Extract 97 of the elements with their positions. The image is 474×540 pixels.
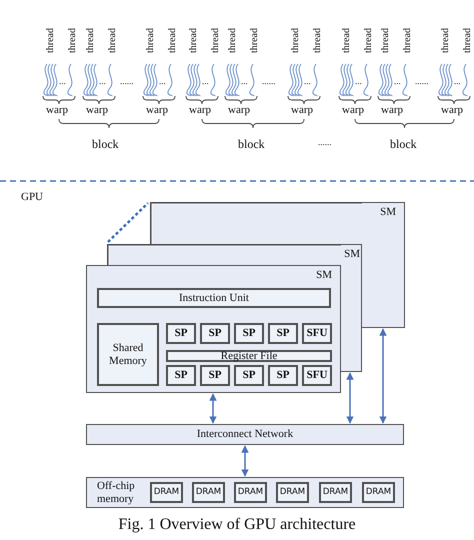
- thread-label: thread: [211, 28, 221, 53]
- thread-label: thread: [86, 28, 96, 53]
- memory-label: Off-chip memory: [97, 480, 136, 506]
- sm-label: SM: [380, 206, 396, 218]
- unit-label: DRAM: [196, 488, 222, 498]
- thread-label: thread: [403, 28, 413, 53]
- unit-label: SP: [174, 369, 188, 382]
- thread-label: thread: [189, 28, 199, 53]
- ellipsis: ......: [262, 77, 276, 86]
- unit-box: [234, 482, 267, 503]
- unit-label: DRAM: [154, 488, 180, 498]
- gpu-label: GPU: [21, 192, 44, 203]
- thread-label: thread: [108, 28, 118, 53]
- ellipsis: ......: [318, 138, 332, 147]
- block-label: block: [390, 138, 417, 150]
- unit-box: [319, 482, 352, 503]
- sm-label: SM: [344, 248, 360, 260]
- unit-label: SP: [242, 327, 256, 340]
- memory-panel: [86, 477, 404, 508]
- ellipsis: ...: [394, 77, 401, 86]
- unit-box: [302, 365, 332, 386]
- warp-label: warp: [441, 105, 463, 116]
- ellipsis: ...: [59, 77, 66, 86]
- ellipsis: ...: [159, 77, 166, 86]
- double-arrow: [241, 445, 249, 477]
- unit-label: SP: [208, 369, 222, 382]
- unit-label: SP: [208, 327, 222, 340]
- interconnect-bar: [86, 424, 404, 445]
- figure-caption: Fig. 1 Overview of GPU architecture: [117, 516, 357, 534]
- warp-label: warp: [342, 105, 364, 116]
- unit-label: Interconnect Network: [196, 428, 294, 441]
- unit-label: Instruction Unit: [179, 292, 249, 304]
- unit-box: [268, 323, 298, 344]
- double-arrow: [209, 393, 217, 424]
- unit-box: [268, 365, 298, 386]
- unit-label: DRAM: [238, 488, 264, 498]
- unit-box: [234, 323, 264, 344]
- unit-label: DRAM: [322, 488, 348, 498]
- unit-box: [200, 323, 230, 344]
- warp-label: warp: [228, 105, 250, 116]
- block-label: block: [238, 138, 265, 150]
- warp-label: warp: [46, 105, 68, 116]
- warp-label: warp: [291, 105, 313, 116]
- unit-label: DRAM: [366, 488, 392, 498]
- unit-box: [362, 482, 395, 503]
- unit-box: [192, 482, 225, 503]
- sm-panel: [86, 265, 341, 393]
- thread-label: thread: [441, 28, 451, 53]
- sm-panel: [341, 244, 362, 372]
- unit-box: [276, 482, 309, 503]
- thread-label: thread: [381, 28, 391, 53]
- unit-label: SP: [276, 369, 290, 382]
- unit-box: [166, 350, 332, 362]
- ellipsis: ...: [454, 77, 461, 86]
- thread-label: thread: [68, 28, 78, 53]
- thread-label: thread: [146, 28, 156, 53]
- thread-label: thread: [291, 28, 301, 53]
- thread-label: thread: [463, 28, 473, 53]
- unit-label: Shared Memory: [108, 342, 148, 368]
- unit-box: [97, 323, 159, 386]
- unit-label: SP: [276, 327, 290, 340]
- block-label: block: [92, 138, 119, 150]
- ellipsis: ......: [120, 77, 134, 86]
- ellipsis: ...: [99, 77, 106, 86]
- unit-box: [166, 365, 196, 386]
- unit-box: [302, 323, 332, 344]
- unit-box: [200, 365, 230, 386]
- thread-label: thread: [250, 28, 260, 53]
- ellipsis: ...: [355, 77, 362, 86]
- ellipsis: ...: [304, 77, 311, 86]
- unit-label: DRAM: [280, 488, 306, 498]
- warp-label: warp: [381, 105, 403, 116]
- unit-box: [166, 323, 196, 344]
- unit-label: SFU: [306, 369, 328, 382]
- sm-label: SM: [316, 269, 332, 281]
- double-arrow: [346, 372, 354, 424]
- ellipsis: ...: [202, 77, 209, 86]
- warp-label: warp: [86, 105, 108, 116]
- ellipsis: ......: [415, 77, 428, 86]
- thread-label: thread: [228, 28, 238, 53]
- warp-label: warp: [146, 105, 168, 116]
- double-arrow: [379, 328, 387, 424]
- thread-label: thread: [364, 28, 374, 53]
- thread-label: thread: [313, 28, 323, 53]
- thread-label: thread: [168, 28, 178, 53]
- unit-box: [97, 288, 331, 308]
- unit-label: SP: [174, 327, 188, 340]
- thread-label: thread: [46, 28, 56, 53]
- warp-label: warp: [189, 105, 211, 116]
- unit-label: SP: [242, 369, 256, 382]
- thread-label: thread: [342, 28, 352, 53]
- unit-box: [150, 482, 183, 503]
- ellipsis: ...: [241, 77, 248, 86]
- unit-label: Register File: [220, 350, 278, 362]
- unit-box: [234, 365, 264, 386]
- sm-panel: [362, 202, 405, 328]
- unit-label: SFU: [306, 327, 328, 340]
